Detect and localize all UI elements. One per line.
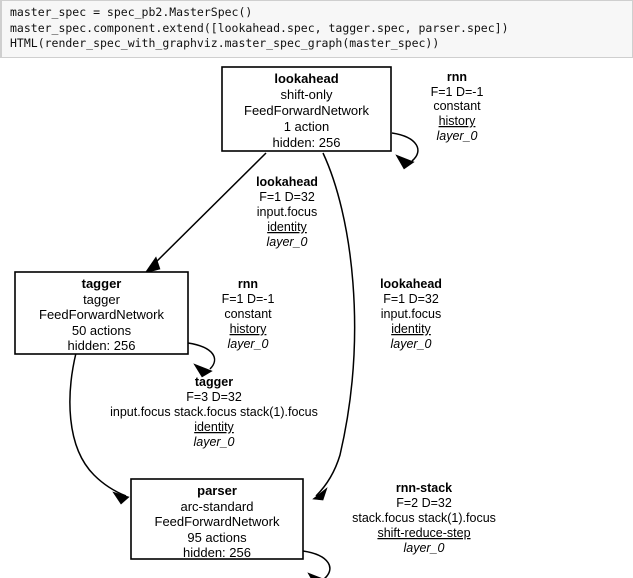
node-lookahead[interactable]: lookahead shift-only FeedForwardNetwork …: [221, 66, 392, 152]
edge-label-parser-self-layer: layer_0: [404, 541, 445, 555]
edge-label-lookahead-to-parser-source: identity: [391, 322, 431, 336]
node-lookahead-line-1: shift-only: [280, 87, 333, 102]
edge-label-lookahead-self-layer: layer_0: [437, 129, 478, 143]
edge-lookahead-to-tagger: [144, 152, 267, 274]
edge-label-tagger-self-dims: F=1 D=-1: [222, 292, 275, 306]
edge-label-lookahead-self-features: constant: [433, 99, 481, 113]
edge-tagger-to-parser-arrowhead: [112, 491, 130, 505]
edge-label-lookahead-self-dims: F=1 D=-1: [431, 85, 484, 99]
node-lookahead-box[interactable]: [221, 66, 392, 152]
edge-label-lookahead-self-source: history: [439, 114, 477, 128]
edge-label-lookahead-to-tagger-name: lookahead: [256, 175, 318, 189]
node-tagger-line-1: tagger: [83, 292, 121, 307]
node-parser-line-2: FeedForwardNetwork: [155, 514, 280, 529]
edge-label-parser-self-name: rnn-stack: [396, 481, 452, 495]
node-tagger-box[interactable]: [14, 271, 189, 355]
node-tagger-line-4: hidden: 256: [68, 338, 136, 353]
edge-parser-self-path: [302, 550, 331, 578]
node-tagger[interactable]: tagger tagger FeedForwardNetwork 50 acti…: [14, 271, 189, 355]
edge-label-lookahead-to-parser-features: input.focus: [381, 307, 441, 321]
edge-lookahead-to-parser-path: [315, 152, 356, 497]
edge-label-tagger-to-parser-name: tagger: [195, 375, 233, 389]
edge-lookahead-to-parser-arrowhead: [312, 487, 328, 501]
node-lookahead-line-3: 1 action: [284, 119, 330, 134]
node-parser-line-4: hidden: 256: [183, 545, 251, 560]
edge-tagger-self-path: [187, 342, 216, 370]
edge-label-tagger-to-parser-features: input.focus stack.focus stack(1).focus: [110, 405, 318, 419]
edge-label-tagger-self-name: rnn: [238, 277, 258, 291]
edge-label-lookahead-to-parser-name: lookahead: [380, 277, 442, 291]
edge-label-lookahead-to-tagger-layer: layer_0: [267, 235, 308, 249]
edge-label-parser-self: rnn-stack F=2 D=32 stack.focus stack(1).…: [352, 481, 496, 555]
edge-label-tagger-self-layer: layer_0: [228, 337, 269, 351]
edge-lookahead-self-arrowhead: [395, 154, 415, 170]
edge-label-tagger-to-parser-source: identity: [194, 420, 234, 434]
node-tagger-line-2: FeedForwardNetwork: [39, 307, 164, 322]
node-parser-line-3: 95 actions: [187, 530, 247, 545]
edge-label-tagger-self-features: constant: [224, 307, 272, 321]
graph-svg: lookahead shift-only FeedForwardNetwork …: [14, 66, 496, 578]
node-tagger-line-3: 50 actions: [72, 323, 132, 338]
edge-label-tagger-to-parser-dims: F=3 D=32: [186, 390, 242, 404]
node-lookahead-line-2: FeedForwardNetwork: [244, 103, 369, 118]
edge-label-tagger-self-source: history: [230, 322, 268, 336]
edge-lookahead-to-parser: [312, 152, 356, 501]
node-lookahead-title: lookahead: [274, 71, 338, 86]
edge-parser-self: [302, 550, 331, 578]
node-parser-title: parser: [197, 483, 237, 498]
edge-lookahead-to-tagger-arrowhead: [144, 256, 161, 274]
code-cell-text: master_spec = spec_pb2.MasterSpec() mast…: [10, 5, 509, 51]
edge-tagger-self: [187, 342, 216, 378]
edge-lookahead-to-tagger-path: [147, 152, 267, 271]
edge-label-lookahead-to-parser-layer: layer_0: [391, 337, 432, 351]
edge-label-lookahead-self: rnn F=1 D=-1 constant history layer_0: [431, 70, 484, 143]
edge-tagger-self-arrowhead: [193, 363, 213, 378]
edge-tagger-to-parser: [69, 352, 130, 505]
edge-label-lookahead-to-parser-dims: F=1 D=32: [383, 292, 439, 306]
node-parser[interactable]: parser arc-standard FeedForwardNetwork 9…: [130, 478, 304, 560]
edge-label-lookahead-to-parser: lookahead F=1 D=32 input.focus identity …: [380, 277, 442, 351]
node-parser-line-1: arc-standard: [181, 499, 254, 514]
edge-label-tagger-to-parser: tagger F=3 D=32 input.focus stack.focus …: [110, 375, 318, 449]
edge-tagger-to-parser-path: [69, 352, 127, 497]
master-spec-graph: lookahead shift-only FeedForwardNetwork …: [0, 55, 633, 578]
edge-label-parser-self-source: shift-reduce-step: [377, 526, 470, 540]
edge-label-lookahead-to-tagger-features: input.focus: [257, 205, 317, 219]
node-lookahead-line-4: hidden: 256: [273, 135, 341, 150]
code-input-cell[interactable]: master_spec = spec_pb2.MasterSpec() mast…: [0, 0, 633, 58]
edge-label-parser-self-features: stack.focus stack(1).focus: [352, 511, 496, 525]
edge-label-lookahead-to-tagger: lookahead F=1 D=32 input.focus identity …: [256, 175, 318, 249]
edge-label-lookahead-to-tagger-source: identity: [267, 220, 307, 234]
edge-lookahead-self: [391, 132, 419, 170]
edge-label-tagger-to-parser-layer: layer_0: [194, 435, 235, 449]
edge-parser-self-arrowhead: [307, 572, 322, 578]
node-tagger-title: tagger: [82, 276, 122, 291]
edge-label-parser-self-dims: F=2 D=32: [396, 496, 452, 510]
node-parser-box[interactable]: [130, 478, 304, 560]
edge-label-tagger-self: rnn F=1 D=-1 constant history layer_0: [222, 277, 275, 351]
edge-lookahead-self-path: [391, 132, 419, 162]
edge-label-lookahead-to-tagger-dims: F=1 D=32: [259, 190, 315, 204]
edge-label-lookahead-self-name: rnn: [447, 70, 467, 84]
